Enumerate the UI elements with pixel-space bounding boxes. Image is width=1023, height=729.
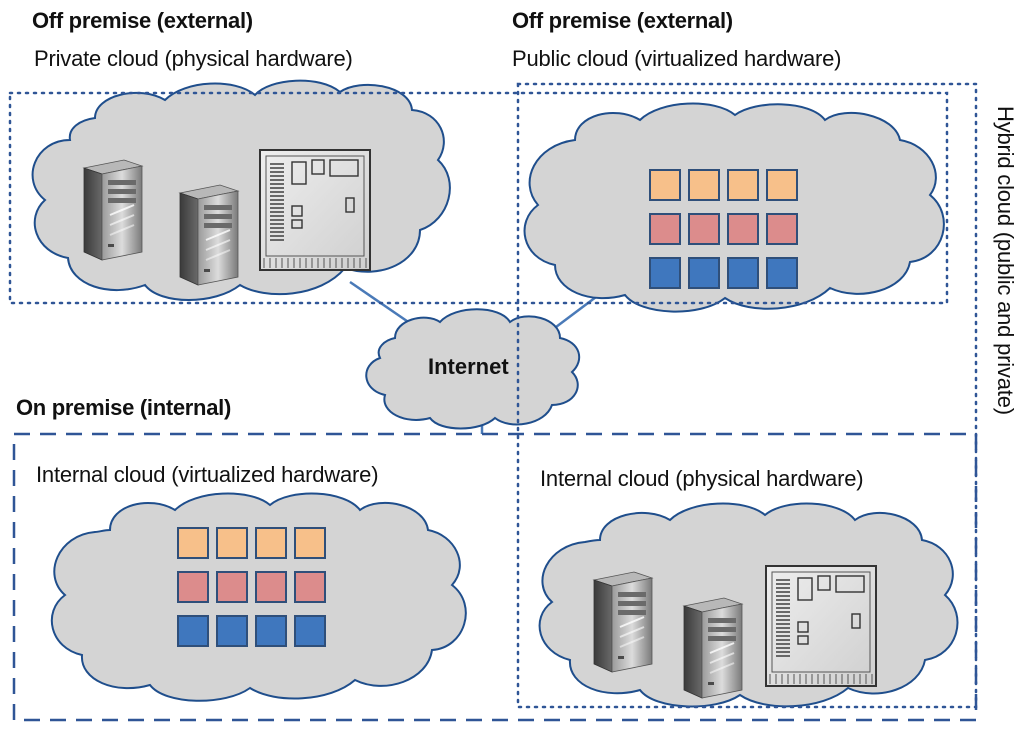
public-cloud-heading: Off premise (external) xyxy=(512,8,733,33)
public-cloud-subheading: Public cloud (virtualized hardware) xyxy=(512,46,842,71)
internet-label: Internet xyxy=(428,354,509,379)
internal-virtualized-cloud xyxy=(50,492,467,702)
on-premise-heading: On premise (internal) xyxy=(16,395,231,420)
internet-cloud-shape xyxy=(365,308,581,430)
server-tower-icon xyxy=(83,159,143,261)
server-tower-icon xyxy=(593,571,653,673)
private-cloud xyxy=(31,79,451,301)
mainframe-icon xyxy=(765,565,877,687)
public-cloud-shape xyxy=(523,102,945,313)
mainframe-icon xyxy=(259,149,371,271)
internal-virtualized-label: Internal cloud (virtualized hardware) xyxy=(36,462,379,487)
hybrid-cloud-boundary xyxy=(516,82,978,709)
public-cloud xyxy=(523,102,945,313)
server-tower-icon xyxy=(179,184,239,286)
hybrid-cloud-label: Hybrid cloud (public and private) xyxy=(993,106,1018,415)
server-tower-icon xyxy=(683,597,743,699)
internal-physical-cloud xyxy=(538,502,959,708)
off-premise-boundary xyxy=(8,91,949,305)
on-premise-boundary xyxy=(12,432,978,722)
internal-physical-label: Internal cloud (physical hardware) xyxy=(540,466,864,491)
private-cloud-heading: Off premise (external) xyxy=(32,8,253,33)
private-cloud-subheading: Private cloud (physical hardware) xyxy=(34,46,353,71)
internet-cloud xyxy=(365,308,581,430)
